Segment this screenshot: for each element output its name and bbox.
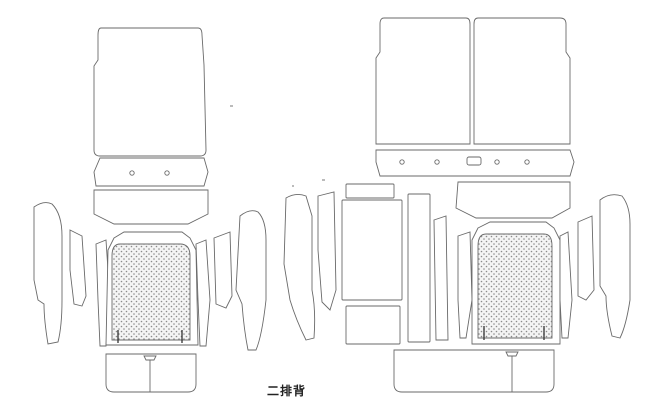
strip-slot (466, 156, 482, 166)
right-outer-left-panel (283, 193, 316, 341)
right-wedge-panel (195, 239, 211, 347)
thin-angled-panel (433, 215, 449, 341)
strip-hole (494, 159, 500, 165)
left-cushion-strip (93, 157, 209, 187)
left-bottom-bench (105, 353, 197, 393)
strip-hole (434, 159, 440, 165)
left-seatback-panel (93, 27, 207, 157)
bench-notch (505, 351, 519, 357)
right-set-left-wedge (457, 231, 473, 339)
strip-hole (164, 170, 170, 176)
lower-center-rect (345, 305, 401, 345)
tall-center-rect (341, 199, 403, 301)
vertical-strip-panel (407, 193, 431, 343)
right-outer-side-panel (235, 210, 267, 351)
strip-hole (399, 159, 405, 165)
right-bottom-bench (393, 349, 555, 393)
strip-hole (524, 159, 530, 165)
right-center-dotted-panel (477, 233, 553, 339)
small-top-rect (345, 183, 395, 199)
right-set-inner-panel (577, 215, 595, 301)
right-outer-right-panel (599, 194, 631, 339)
right-trapezoid-panel (455, 181, 571, 219)
left-center-dotted-panel (111, 243, 191, 341)
right-mat-set (283, 17, 631, 393)
right-inner-side-panel (213, 231, 233, 309)
bench-notch (143, 355, 157, 361)
left-outer-side-panel (33, 202, 63, 345)
right-seatback-panel-right (473, 17, 571, 145)
strip-hole (129, 170, 135, 176)
right-seatback-panel-left (375, 17, 471, 145)
diagram-caption: 二排背 (267, 384, 307, 398)
left-mat-set (33, 27, 267, 393)
right-set-right-wedge (559, 231, 573, 339)
left-inner-side-panel (69, 229, 87, 307)
left-trapezoid-panel (93, 189, 209, 225)
tall-thin-panel (317, 191, 337, 311)
